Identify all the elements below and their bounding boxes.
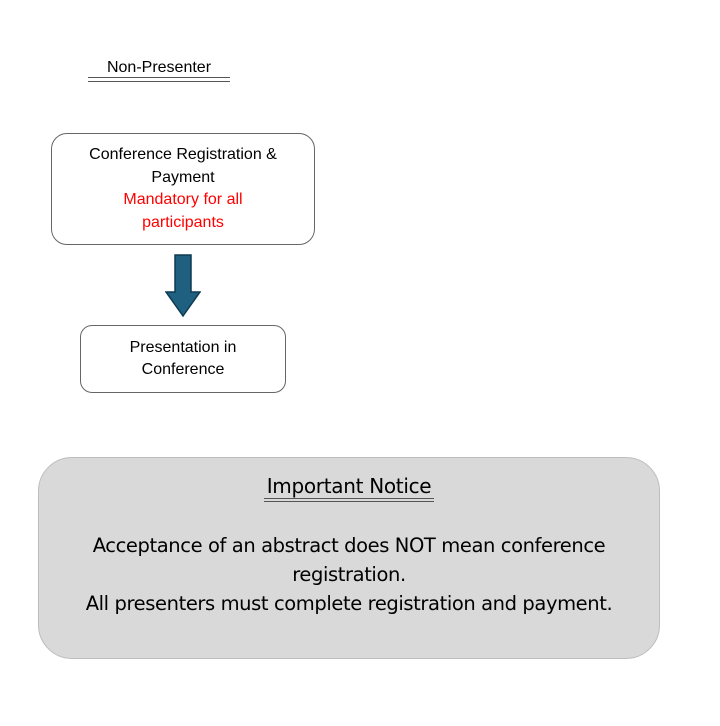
important-notice-panel: Important Notice Acceptance of an abstra…: [38, 457, 660, 659]
notice-line: All presenters must complete registratio…: [85, 592, 613, 615]
mandatory-note-line: participants: [142, 213, 224, 231]
mandatory-note-line: Mandatory for all: [123, 191, 243, 208]
notice-title: Important Notice: [39, 474, 659, 502]
step-registration-payment: Conference Registration & Payment Mandat…: [51, 133, 315, 245]
step-title-line: Conference Registration &: [89, 146, 277, 163]
section-heading: Non-Presenter: [88, 58, 230, 82]
notice-line: registration.: [292, 563, 406, 586]
step-title-line: Payment: [151, 168, 215, 186]
down-arrow-icon: [165, 254, 201, 318]
notice-body: Acceptance of an abstract does NOT mean …: [39, 531, 659, 618]
heading-label: Non-Presenter: [106, 59, 212, 76]
step-presentation: Presentation in Conference: [80, 325, 286, 393]
step-title-line: Presentation in: [129, 338, 237, 356]
heading-double-underline: [88, 77, 230, 82]
step-title-line: Conference: [141, 361, 225, 378]
notice-line: Acceptance of an abstract does NOT mean …: [92, 534, 606, 557]
notice-title-text: Important Notice: [263, 474, 435, 502]
